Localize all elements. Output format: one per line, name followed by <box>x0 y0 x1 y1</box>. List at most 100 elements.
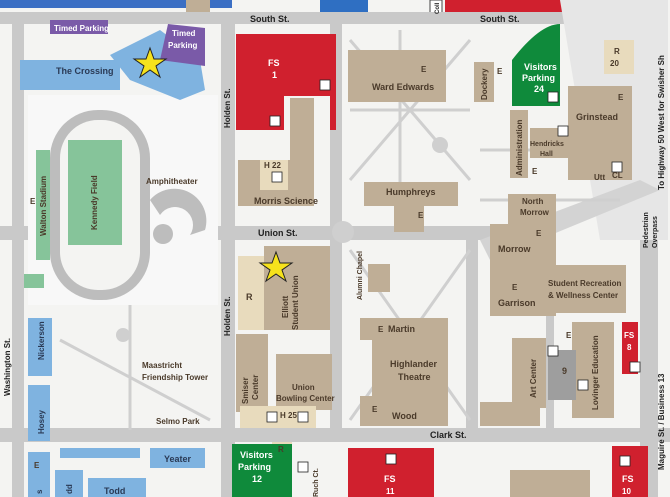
fs8-lot <box>622 322 638 374</box>
top-strip-blue <box>0 0 232 8</box>
selmo-park-label: Selmo Park <box>156 417 200 426</box>
hosey-label: Hosey <box>37 409 46 434</box>
entrance-marker: E <box>497 67 503 76</box>
student-rec-bldg <box>544 265 626 313</box>
yeater-label: Yeater <box>164 454 192 464</box>
maastricht-label-1: Maastricht <box>142 361 182 370</box>
visitors24-label-1: Visitors <box>524 62 557 72</box>
lovinger-label: Lovinger Education <box>591 335 600 410</box>
college-label: Coll <box>435 2 441 14</box>
holden-st-label: Holden St. <box>223 88 232 128</box>
garrison-label: Garrison <box>498 298 536 308</box>
todd-label: Todd <box>104 486 125 496</box>
wheelchair-icon <box>547 345 559 357</box>
h25-label: H 25 <box>280 411 297 420</box>
entrance-marker: E <box>512 283 518 292</box>
art-center-label: Art Center <box>529 359 538 398</box>
small-green <box>24 274 44 288</box>
humphreys-bldg <box>364 182 458 206</box>
dd-bldg <box>55 470 83 497</box>
dockery-bldg <box>474 62 494 102</box>
alumni-chapel-label: Alumni Chapel <box>357 251 364 300</box>
fs10-lot <box>612 446 648 497</box>
nickerson-bldg <box>28 318 52 376</box>
overpass-label-2: Overpass <box>652 216 659 248</box>
smiser-label-2: Center <box>251 375 260 400</box>
crossing-block <box>20 60 120 90</box>
highlander-label-2: Theatre <box>398 372 431 382</box>
union-bowling-label-2: Bowling Center <box>276 394 335 403</box>
timed-parking-2-label-2: Parking <box>168 41 197 50</box>
walton-stadium-label: Walton Stadium <box>39 176 48 236</box>
visitors24-label-3: 24 <box>534 84 544 94</box>
lot-9-label: 9 <box>562 366 567 376</box>
kennedy-field-label: Kennedy Field <box>90 175 99 230</box>
r20-number: 20 <box>610 59 619 68</box>
highway-label: To Highway 50 West for Swisher Sh <box>657 55 666 190</box>
fs8-number: 8 <box>627 343 632 352</box>
wheelchair-icon <box>266 411 278 423</box>
h25-lot <box>240 406 316 428</box>
morrow-label: Morrow <box>498 244 531 254</box>
fs10-number: 10 <box>622 487 631 496</box>
bottom-bldg <box>510 470 590 497</box>
top-bldg <box>186 0 210 12</box>
maastricht-label-2: Friendship Tower <box>142 373 208 382</box>
r-lot-union <box>238 256 264 330</box>
bottom-left-dorm <box>28 452 50 497</box>
entrance-marker: E <box>618 93 624 102</box>
entrance-marker: E <box>421 65 427 74</box>
nickerson-label: Nickerson <box>37 321 46 360</box>
fs1-number: 1 <box>272 70 277 80</box>
entrance-marker: E <box>378 325 384 334</box>
wheelchair-icon <box>297 411 309 423</box>
wheelchair-icon <box>319 79 331 91</box>
wheelchair-icon <box>297 461 309 473</box>
wheelchair-icon <box>611 161 623 173</box>
north-morrow-label-1: North <box>522 197 543 206</box>
south-st-label-right: South St. <box>480 14 520 24</box>
hendricks-label-2: Hall <box>540 151 553 158</box>
wheelchair-icon <box>271 171 283 183</box>
wheelchair-icon <box>557 125 569 137</box>
student-rec-label-2: & Wellness Center <box>548 291 618 300</box>
wheelchair-icon <box>629 361 641 373</box>
entrance-marker: E <box>418 211 424 220</box>
grinstead-label: Grinstead <box>576 112 618 122</box>
r-bottom-label: R <box>278 445 284 454</box>
top-blue-bldg <box>320 0 368 12</box>
union-st-label: Union St. <box>258 228 298 238</box>
north-morrow-label-2: Morrow <box>520 208 550 217</box>
fs11-number: 11 <box>386 487 395 496</box>
entrance-marker: E <box>30 197 36 206</box>
elliott-label-1: Elliott <box>281 295 290 318</box>
visitors12-label-3: 12 <box>252 474 262 484</box>
entrance-marker: E <box>532 167 538 176</box>
fs10-label: FS <box>622 474 634 484</box>
mid-path-3 <box>546 240 554 428</box>
visitors-24-lot <box>512 24 560 106</box>
student-rec-label-1: Student Recreation <box>548 279 621 288</box>
highlander-bldg <box>372 340 448 396</box>
utt-label: Utt <box>594 173 605 182</box>
star-marker-crossing[interactable] <box>132 46 168 79</box>
wheelchair-icon <box>269 115 281 127</box>
ruch-label: Ruch Ct. <box>313 468 320 497</box>
clark-st-label: Clark St. <box>430 430 467 440</box>
clark-street <box>0 428 670 442</box>
s-label: s <box>35 489 44 494</box>
todd-bldg <box>88 478 146 497</box>
roundabout-2 <box>332 221 354 243</box>
r20-label: R <box>614 47 620 56</box>
entrance-marker: E <box>566 331 572 340</box>
wood-bldg <box>360 396 448 426</box>
star-marker-union[interactable] <box>258 250 294 283</box>
h22-label: H 22 <box>264 161 281 170</box>
ward-edwards-label: Ward Edwards <box>372 82 434 92</box>
holden-street <box>221 12 235 497</box>
entrance-marker: E <box>372 405 378 414</box>
hosey-bldg <box>28 385 50 441</box>
hendricks-label-1: Hendricks <box>530 141 564 148</box>
visitors-12-lot <box>232 444 292 497</box>
wheelchair-icon <box>619 455 631 467</box>
